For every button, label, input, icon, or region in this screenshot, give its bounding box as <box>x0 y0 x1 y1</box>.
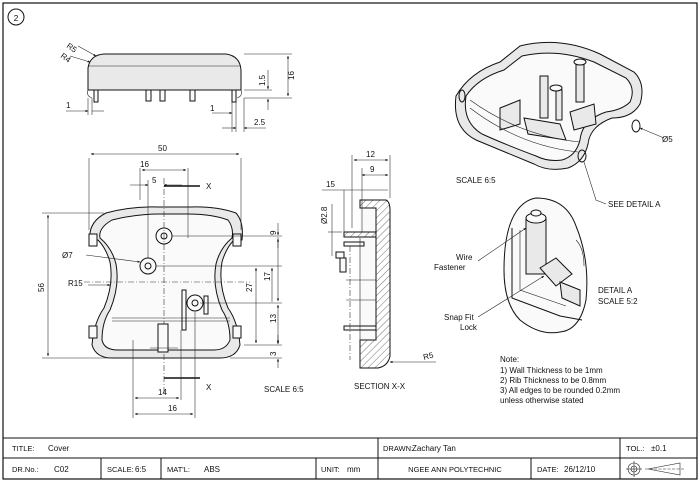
date-label: DATE: <box>537 465 559 474</box>
drawn-label: DRAWN: <box>383 444 413 453</box>
dim-dia5: Ø5 <box>662 135 673 144</box>
dim-3: 3 <box>269 351 278 356</box>
title-block: TITLE: Cover DRAWN: Zachary Tan TOL.: ±0… <box>3 437 697 479</box>
section-mark-bottom: X <box>206 383 212 392</box>
dim-16-height: 16 <box>287 71 296 80</box>
dim-56: 56 <box>37 283 46 292</box>
dim-9-right: 9 <box>269 230 278 235</box>
unit-value: mm <box>347 465 361 474</box>
notes: Note: 1) Wall Thickness to be 1mm 2) Rib… <box>500 355 620 405</box>
matl-label: MAT'L: <box>167 465 190 474</box>
front-view: X X 50 16 5 Ø7 R15 56 9 <box>37 144 304 418</box>
dim-dia7: Ø7 <box>62 251 73 260</box>
detail-view: Wire Fastener Snap Fit Lock DETAIL A SCA… <box>434 197 638 334</box>
section-mark-top: X <box>206 182 212 191</box>
note-line: unless otherwise stated <box>500 396 584 405</box>
dim-dia2-8: Ø2.8 <box>320 206 329 224</box>
unit-label: UNIT: <box>321 465 340 474</box>
dim-r15: R15 <box>68 279 83 288</box>
sheet-number-badge: 2 <box>7 8 25 26</box>
dim-14: 14 <box>158 388 167 397</box>
see-detail-label: SEE DETAIL A <box>608 200 661 209</box>
dim-1-5: 1.5 <box>258 74 267 86</box>
school-name: NGEE ANN POLYTECHNIC <box>408 465 502 474</box>
note-line: 3) All edges to be rounded 0.2mm <box>500 386 620 395</box>
note-line: 1) Wall Thickness to be 1mm <box>500 366 603 375</box>
drno-value: C02 <box>54 465 69 474</box>
dim-12: 12 <box>366 150 375 159</box>
dim-50: 50 <box>158 144 167 153</box>
projection-symbol-icon <box>626 461 684 477</box>
top-view: R5 R4 1 16 1.5 1 2.5 <box>59 41 296 132</box>
tol-value: ±0.1 <box>651 444 667 453</box>
notes-heading: Note: <box>500 355 519 364</box>
sheet-number: 2 <box>14 13 19 23</box>
dim-15: 15 <box>326 180 335 189</box>
snap-fit-line2: Lock <box>460 323 478 332</box>
dim-9-section: 9 <box>370 165 375 174</box>
note-line: 2) Rib Thickness to be 0.8mm <box>500 376 606 385</box>
dim-r5-section: R5 <box>422 350 435 361</box>
wire-fastener-line2: Fastener <box>434 263 466 272</box>
dim-27: 27 <box>245 283 254 292</box>
dim-17: 17 <box>263 272 272 281</box>
tol-label: TOL.: <box>626 444 645 453</box>
dim-2-5: 2.5 <box>254 118 266 127</box>
dim-13: 13 <box>269 314 278 323</box>
drawn-value: Zachary Tan <box>412 444 456 453</box>
date-value: 26/12/10 <box>564 465 596 474</box>
isometric-view: Ø5 SEE DETAIL A SCALE 6:5 <box>454 41 673 209</box>
title-value: Cover <box>48 444 70 453</box>
section-view: 12 9 15 Ø2.8 R5 SECTION X-X <box>320 150 436 391</box>
snap-fit-line1: Snap Fit <box>444 313 475 322</box>
dim-5: 5 <box>152 176 157 185</box>
wire-fastener-line1: Wire <box>456 253 473 262</box>
dim-16-bottom: 16 <box>168 404 177 413</box>
scale-label: SCALE: <box>107 465 134 474</box>
dim-16-top: 16 <box>140 160 149 169</box>
iso-scale-label: SCALE 6:5 <box>456 176 496 185</box>
section-label: SECTION X-X <box>354 382 406 391</box>
front-scale-label: SCALE 6:5 <box>264 385 304 394</box>
dim-r4-top: R4 <box>59 51 73 65</box>
scale-value: 6:5 <box>135 465 147 474</box>
sheet-border <box>2 2 698 480</box>
title-label: TITLE: <box>12 444 35 453</box>
drno-label: DR.No.: <box>12 465 39 474</box>
matl-value: ABS <box>204 465 220 474</box>
detail-label: DETAIL A <box>598 286 633 295</box>
dim-1-right: 1 <box>210 104 215 113</box>
detail-scale-label: SCALE 5:2 <box>598 297 638 306</box>
dim-1-left: 1 <box>66 101 71 110</box>
